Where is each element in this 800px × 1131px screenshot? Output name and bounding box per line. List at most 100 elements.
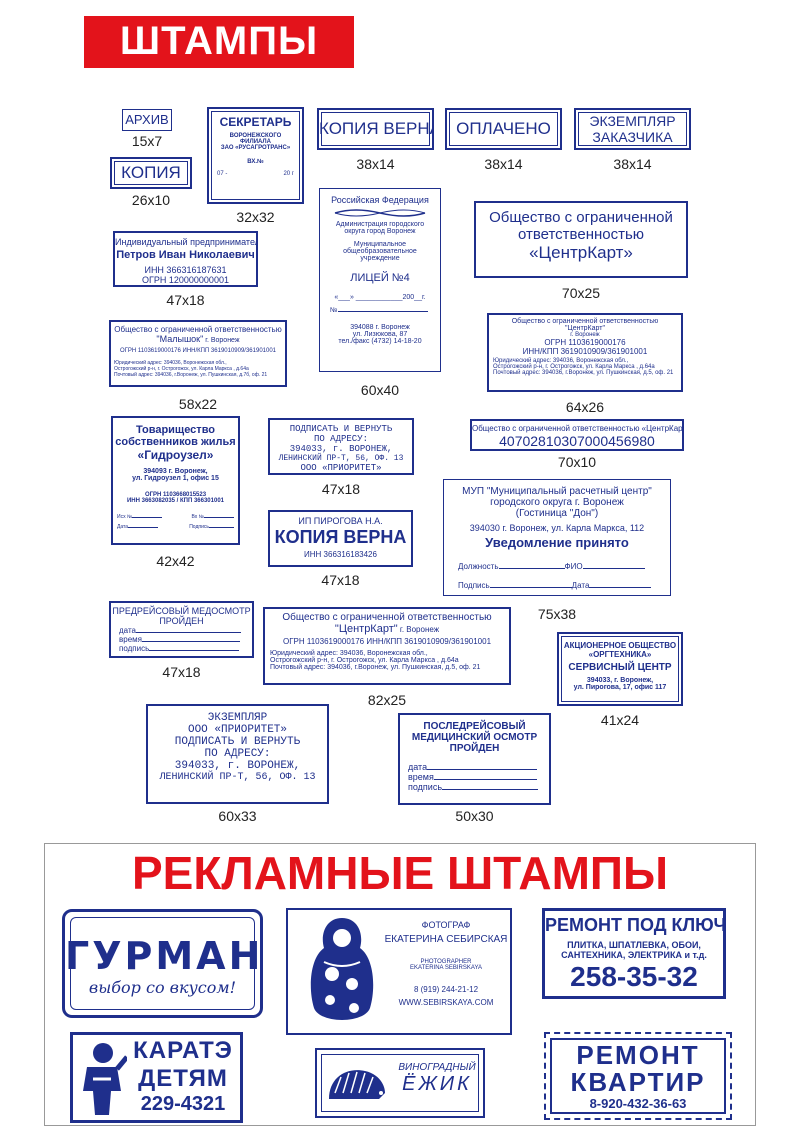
stamp-line: ВОРОНЕЖСКОГО (229, 133, 282, 139)
stamp-line: ИП ПИРОГОВА Н.А. (298, 516, 383, 526)
size-label: 32x32 (236, 209, 275, 225)
stamp-line: 40702810307000456980 (499, 433, 655, 449)
stamp-line: ЗАО «РУСАГРОТРАНС» (220, 145, 291, 151)
size-label: 70x25 (561, 285, 601, 301)
ad-photographer: ФОТОГРАФ ЕКАТЕРИНА СЕБИРСКАЯ PHOTOGRAPHE… (286, 908, 512, 1035)
stamp-mup: МУП "Муниципальный расчетный центр" горо… (443, 479, 671, 596)
stamp-line: Острогожский р-н, г. Острогожск, ул. Кар… (493, 364, 655, 370)
stamp-line: 394033, г. ВОРОНЕЖ, (174, 760, 301, 772)
ad-line: ГУРМАН (65, 934, 263, 978)
stamp-text: АРХИВ (125, 112, 169, 127)
stamp-line: Почтовый адрес: 394036, г.Воронеж, ул. П… (493, 370, 674, 376)
size-label: 60x33 (218, 808, 257, 824)
ad-gurman: ГУРМАН выбор со вкусом! (62, 909, 263, 1018)
stamp-line: ЗАКАЗЧИКА (592, 129, 673, 145)
stamp-line: Подпись (458, 581, 490, 590)
size-label: 47x18 (321, 572, 360, 588)
ad-line: ЁЖИК (402, 1073, 472, 1095)
stamp-line: Российская Федерация (331, 195, 429, 205)
stamp-line: ЭКЗЕМПЛЯР (589, 113, 676, 129)
stamp-line: СЕРВИСНЫЙ ЦЕНТР (568, 662, 672, 673)
stamp-line: ИНН/КПП 3619010909/361901001 (522, 347, 648, 356)
stamp-line: 394093 г. Воронеж, (143, 468, 208, 475)
ad-karate: КАРАТЭ ДЕТЯМ 229-4321 (70, 1032, 243, 1123)
size-label: 82x25 (367, 692, 407, 708)
size-label: 38x14 (613, 156, 652, 172)
stamp-line: ПРОЙДЕН (159, 616, 204, 626)
ornament-icon (334, 209, 426, 217)
stamp-line: 394088 г. Воронеж (350, 324, 410, 331)
stamp-kopia-verna: КОПИЯ ВЕРНА (317, 108, 434, 150)
stamp-line: ОГРН 1103619000176 (544, 338, 626, 347)
stamp-line: № (330, 307, 338, 314)
stamp-line: время (119, 635, 142, 644)
stamp-line: собственников жилья (115, 436, 236, 448)
stamp-podpisat: ПОДПИСАТЬ И ВЕРНУТЬ ПО АДРЕСУ: 394033, г… (268, 418, 414, 475)
stamp-line: Петров Иван Николаевич (116, 249, 255, 261)
stamp-line: дата (408, 762, 428, 772)
ad-line: РЕМОНТ (576, 1040, 700, 1070)
stamp-line: ЛИЦЕЙ №4 (350, 272, 410, 284)
stamp-line: Общество с ограниченной (489, 209, 673, 226)
stamp-line: "ЦентрКарт" (565, 325, 605, 332)
stamp-line: 07 - (217, 171, 228, 177)
stamp-line: подпись (408, 782, 443, 792)
stamp-line: ПОДПИСАТЬ И ВЕРНУТЬ (174, 736, 301, 748)
ad-line: КВАРТИР (570, 1067, 706, 1097)
stamp-line: «Гидроузел» (137, 448, 214, 462)
stamp-line: ЛЕНИНСКИЙ ПР-Т, 56, ОФ. 13 (278, 454, 404, 463)
stamp-line: Товарищество (135, 424, 216, 436)
stamp-line: общеобразовательное (343, 248, 417, 255)
stamp-line: Уведомление принято (485, 535, 629, 550)
stamp-line: ул. Лизюкова, 87 (352, 331, 408, 338)
stamp-line: тел./факс (4732) 14-18-20 (338, 338, 422, 345)
size-label: 50x30 (455, 808, 494, 824)
stamp-text: КОПИЯ (121, 163, 181, 182)
stamp-line: Общество с ограниченной ответственностью (114, 325, 282, 334)
stamp-line: ПРЕДРЕЙСОВЫЙ МЕДОСМОТР (112, 606, 251, 616)
stamp-line: 20 г (283, 171, 294, 177)
size-label: 38x14 (356, 156, 395, 172)
stamp-licey: Российская Федерация Администрация город… (319, 188, 441, 372)
stamp-line: ОГРН 1103619000176 ИНН/КПП 3619010909/36… (282, 637, 492, 646)
ad-line: 8 (919) 244-21-12 (413, 985, 479, 994)
stamp-ekz-prioritet: ЭКЗЕМПЛЯР ООО «ПРИОРИТЕТ» ПОДПИСАТЬ И ВЕ… (146, 704, 329, 804)
stamp-line: Подпись (189, 524, 209, 530)
stamp-line: КОПИЯ ВЕРНА (274, 527, 407, 547)
stamp-line: г. Воронеж (570, 332, 600, 338)
stamp-line: АКЦИОНЕРНОЕ ОБЩЕСТВО (563, 641, 677, 650)
stamp-line: "Малышок" (156, 334, 204, 344)
stamp-line: ПО АДРЕСУ: (313, 434, 368, 444)
stamp-line: ООО «ПРИОРИТЕТ» (187, 724, 288, 736)
size-label: 58x22 (178, 396, 218, 412)
size-label: 15x7 (131, 133, 163, 149)
size-label: 38x14 (484, 156, 523, 172)
stamp-line: Исх № (117, 514, 133, 520)
stamp-line: Острогожский р-н, г. Острогожск, ул. Кар… (114, 366, 249, 372)
ad-line: КАРАТЭ (133, 1037, 233, 1064)
stamp-line: Почтовый адрес: 394036, г.Воронеж, ул. П… (270, 664, 481, 671)
stamp-ekz-zakazchika: ЭКЗЕМПЛЯР ЗАКАЗЧИКА (574, 108, 691, 150)
stamp-title: СЕКРЕТАРЬ (219, 115, 292, 129)
ad-line: выбор со вкусом! (88, 978, 237, 997)
stamp-line: подпись (119, 644, 150, 653)
ad-ezhik: ВИНОГРАДНЫЙ ЁЖИК (315, 1048, 485, 1118)
stamp-ip-petrov: Индивидуальный предприниматель Петров Ив… (113, 231, 258, 287)
stamp-line: ФИЛИАЛА (240, 139, 271, 145)
stamp-kopia: КОПИЯ (110, 157, 192, 189)
ad-line: ДЕТЯМ (138, 1065, 228, 1092)
stamp-centrkart-70x25: Общество с ограниченной ответственностью… (474, 201, 688, 278)
stamp-text: ОПЛАЧЕНО (456, 119, 551, 138)
stamp-schet: Общество с ограниченной ответственностью… (470, 419, 684, 451)
stamp-line: учреждение (360, 255, 400, 262)
stamp-line: Юридический адрес: 394036, Воронежская о… (493, 358, 629, 364)
stamp-line: МЕДИЦИНСКИЙ ОСМОТР (411, 732, 538, 743)
stamp-line: г. Воронеж (397, 625, 440, 634)
stamp-line: МУП "Муниципальный расчетный центр" (462, 486, 652, 497)
size-label: 47x18 (321, 481, 361, 497)
stamp-line: Почтовый адрес: 394036, г.Воронеж, ул. П… (114, 372, 268, 378)
stamp-line: «ЦентрКарт» (529, 243, 633, 262)
stamp-line: Юридический адрес: 394036, Воронежская о… (114, 360, 227, 366)
stamp-line: Администрация городского (335, 221, 425, 228)
ad-line: САНТЕХНИКА, ЭЛЕКТРИКА и т.д. (561, 950, 707, 960)
